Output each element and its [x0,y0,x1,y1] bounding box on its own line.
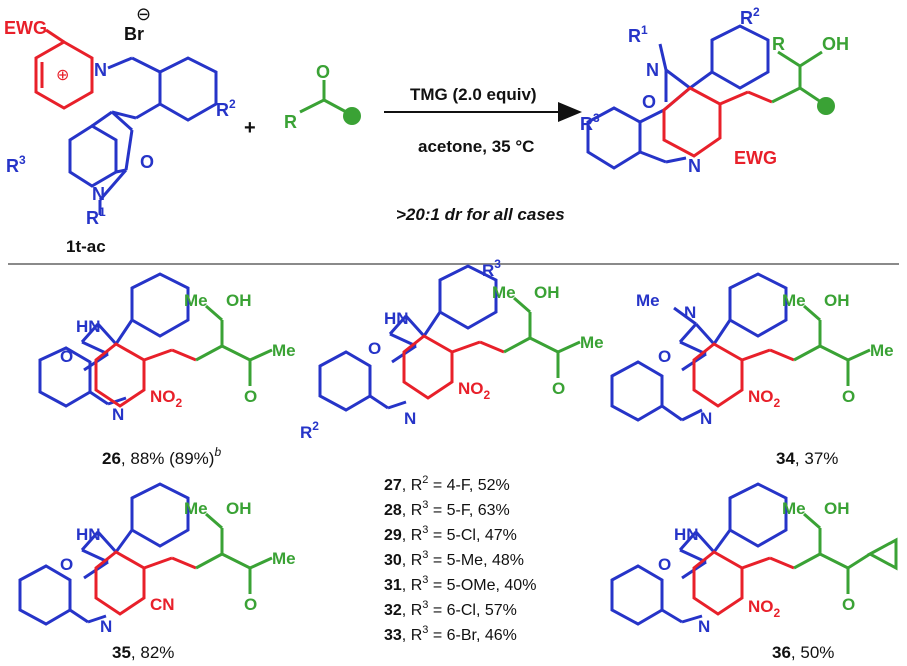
p35-me: Me [184,499,208,518]
p27-no2: NO2 [458,379,491,402]
pyridinium-n-label: N [94,60,107,80]
dr-note: >20:1 dr for all cases [396,205,565,224]
bromide-charge: ⊖ [136,4,151,24]
ketone-reagent: O R [284,62,361,132]
pyridinium-ring [34,28,94,110]
product-35-structure: HN O N CN Me OH O Me [18,482,296,636]
series-item: 32, R3 = 6-Cl, 57% [384,599,517,619]
ring-n-label-product: N [688,156,701,176]
ewg-label: EWG [4,18,47,38]
n-label-product: N [646,60,659,80]
p34-o: O [658,347,671,366]
series-item: 33, R3 = 6-Br, 46% [384,624,517,644]
p34-oh: OH [824,291,850,310]
ketone-substituent-dot [343,107,361,125]
p36-hn: HN [674,525,699,544]
ketone-o-label: O [316,62,330,82]
p35-ketone-o: O [244,595,257,614]
r3-label-product: R3 [580,111,600,134]
r1-label-top: R1 [86,205,106,228]
p27-ketone-me: Me [580,333,604,352]
product-35-caption: 35, 82% [112,643,174,662]
p26-oh: OH [226,291,252,310]
p26-ketone-o: O [244,387,257,406]
product-34-caption: 34, 37% [776,449,838,468]
product-26-caption: 26, 88% (89%)b [102,445,221,468]
pyridinium-charge: ⊕ [56,67,69,84]
r2-label-top: R2 [216,97,236,120]
series-yield-list: 27, R2 = 4-F, 52% 28, R3 = 5-F, 63% 29, … [384,474,536,644]
product-substituent-dot [817,97,835,115]
p35-cn: CN [150,595,175,614]
p34-n-me: Me [636,291,660,310]
p26-ketone-me: Me [272,341,296,360]
series-item: 27, R2 = 4-F, 52% [384,474,510,494]
benzyl-ring [68,56,218,215]
p35-hn: HN [76,525,101,544]
p27-r2: R2 [300,419,319,442]
ewg-label-product: EWG [734,148,777,168]
p36-n: N [698,617,710,636]
product-36-structure: HN O N NO2 Me OH O [610,482,898,636]
p34-no2: NO2 [748,387,781,410]
p26-no2: NO2 [150,387,183,410]
oxindole-n-label: N [92,184,105,204]
p26-n: N [112,405,124,424]
r1-label-product: R1 [628,23,648,46]
p27-n: N [404,409,416,428]
p36-me: Me [782,499,806,518]
product-36-caption: 36, 50% [772,643,834,662]
p36-oh: OH [824,499,850,518]
p27-o: O [368,339,381,358]
o-label-product: O [642,92,656,112]
reagent-label: TMG (2.0 equiv) [410,85,537,104]
series-item: 29, R3 = 5-Cl, 47% [384,524,517,544]
substrate-id-label: 1t-ac [66,237,106,256]
p34-me: Me [782,291,806,310]
r3-label-top: R3 [6,153,26,176]
series-item: 31, R3 = 5-OMe, 40% [384,574,536,594]
p34-ketone-o: O [842,387,855,406]
series-item: 30, R3 = 5-Me, 48% [384,549,524,569]
p36-ketone-o: O [842,595,855,614]
r-label-product: R [772,34,785,54]
substrate-structure: EWG Br ⊖ ⊕ N R2 R3 O N R1 1t-ac [4,4,236,256]
conditions-label: acetone, 35 °C [418,137,534,156]
p27-me: Me [492,283,516,302]
p35-ketone-me: Me [272,549,296,568]
p36-o: O [658,555,671,574]
p34-ketone-me: Me [870,341,894,360]
p27-oh: OH [534,283,560,302]
oh-label-product: OH [822,34,849,54]
p26-o: O [60,347,73,366]
p27-ketone-o: O [552,379,565,398]
p35-o: O [60,555,73,574]
p36-no2: NO2 [748,597,781,620]
p27-hn: HN [384,309,409,328]
p34-n: N [684,303,696,322]
p35-oh: OH [226,499,252,518]
bromide-label: Br [124,24,144,44]
p27-r3: R3 [482,257,501,280]
r2-label-product: R2 [740,5,760,28]
series-item: 28, R3 = 5-F, 63% [384,499,510,519]
product-26-structure: HN O N NO2 Me OH O Me [38,272,296,424]
generic-product: R1 N O R2 R3 N EWG R OH [580,5,849,176]
p26-hn: HN [76,317,101,336]
product-27-33-structure: HN O N R2 R3 NO2 Me OH O Me [300,257,604,442]
p34-ring-n: N [700,409,712,428]
p26-me: Me [184,291,208,310]
plus-sign: + [244,117,256,139]
ketone-r-label: R [284,112,297,132]
p35-n: N [100,617,112,636]
product-34-structure: Me N O N NO2 Me OH O Me [610,272,894,428]
oxindole-o-label: O [140,152,154,172]
